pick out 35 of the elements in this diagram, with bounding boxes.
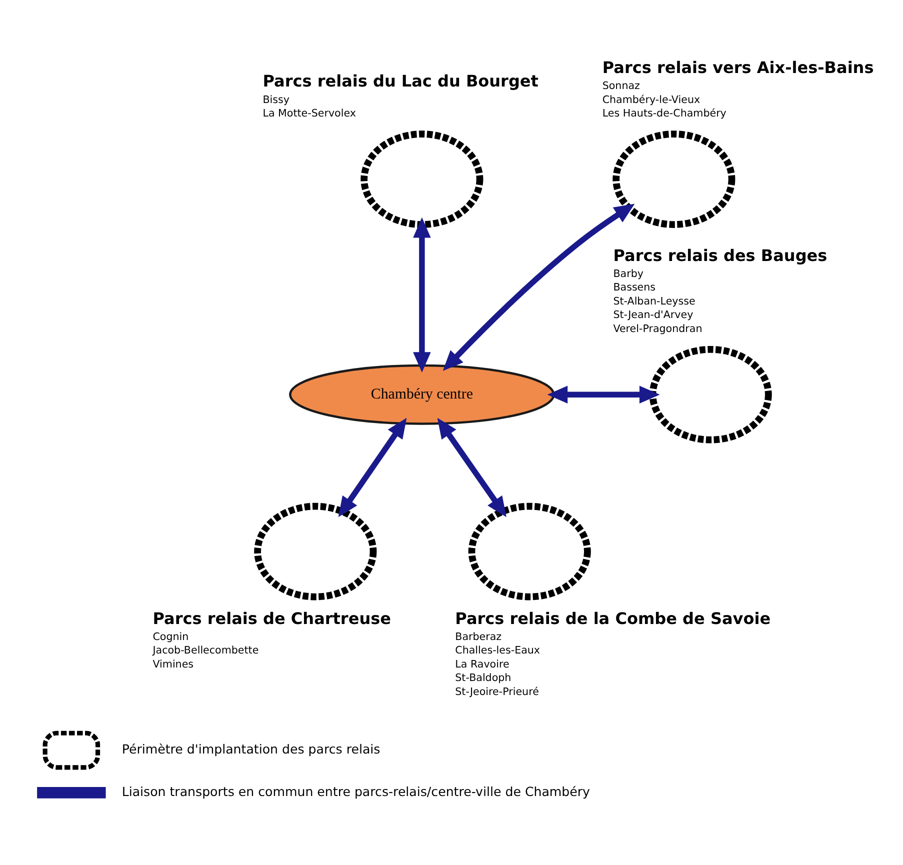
node-label: Jacob-Bellecombette xyxy=(152,644,258,656)
node-label: Challes-les-Eaux xyxy=(454,644,540,656)
node-circle xyxy=(468,502,590,600)
node-label: Bassens xyxy=(612,281,656,294)
node-circle xyxy=(648,345,772,443)
node-circle xyxy=(360,130,483,228)
arrow xyxy=(338,417,406,517)
node-label: Parcs relais du Lac du Bourget xyxy=(262,71,538,90)
node-label: La Motte-Servolex xyxy=(262,107,356,120)
node-label: Les Hauts-de-Chambéry xyxy=(602,107,726,120)
node-label: Sonnaz xyxy=(602,80,640,92)
arrow xyxy=(546,385,660,404)
node-label: Chambéry-le-Vieux xyxy=(602,93,700,106)
legend-label: Liaison transports en commun entre parcs-relais/centre-ville de Chambéry xyxy=(121,783,590,798)
arrow xyxy=(412,216,430,372)
node-label: Cognin xyxy=(152,630,188,642)
node-label: St-Alban-Leysse xyxy=(612,294,695,307)
arrow xyxy=(436,417,506,517)
node-label: La Ravoire xyxy=(454,658,509,670)
arrow xyxy=(442,203,634,370)
node-label: Parcs relais de la Combe de Savoie xyxy=(454,608,770,628)
node-label: Parcs relais vers Aix-les-Bains xyxy=(602,57,874,76)
node-label: Barberaz xyxy=(454,630,502,642)
node-circle xyxy=(254,502,376,600)
node-label: Barby xyxy=(612,267,643,280)
legend-label: Périmètre d'implantation des parcs relais xyxy=(121,740,380,756)
node-label: Parcs relais des Bauges xyxy=(612,245,827,264)
node-label: Parcs relais de Chartreuse xyxy=(152,608,391,628)
node-ellipse: Chambéry centre xyxy=(288,364,554,424)
node-label: St-Jeoire-Prieuré xyxy=(454,685,538,698)
node-label: Bissy xyxy=(262,93,289,106)
node-label: St-Baldoph xyxy=(454,672,511,684)
node-label: Verel-Pragondran xyxy=(612,322,702,334)
node-label: St-Jean-d'Arvey xyxy=(612,308,693,321)
node-label: Vimines xyxy=(152,658,194,670)
